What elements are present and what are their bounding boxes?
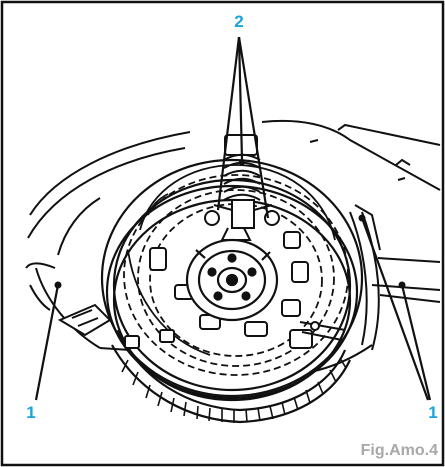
callout-2: 2 [234, 12, 243, 31]
callout-1-left: 1 [26, 403, 35, 422]
right-arm [299, 321, 346, 341]
leader-lines [34, 36, 432, 401]
callout-1-right: 1 [428, 403, 437, 422]
wheel-hub [185, 238, 279, 322]
figure-caption: Fig.Amo.4 [361, 442, 438, 459]
wheel-arch [25, 119, 441, 373]
tire-tread [121, 357, 347, 423]
brake-disc [123, 174, 349, 376]
dust-shield [127, 164, 336, 356]
leader-points [54, 159, 406, 289]
